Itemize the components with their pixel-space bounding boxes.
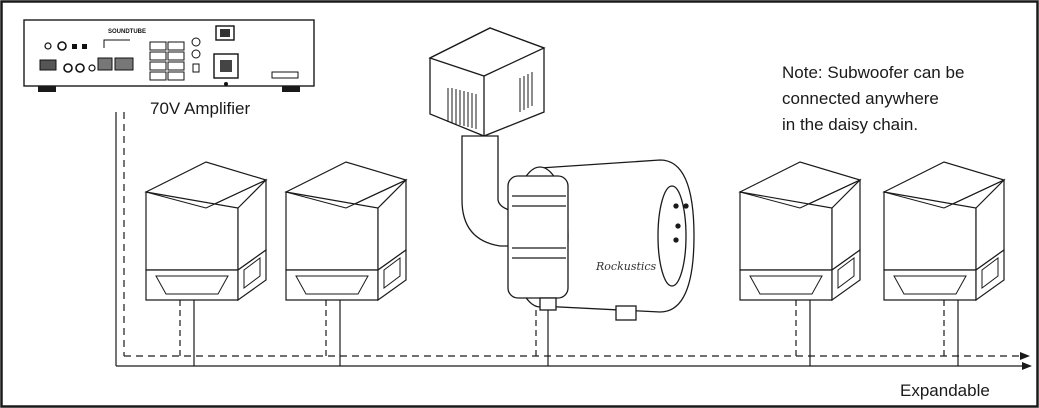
speaker-2 xyxy=(285,161,407,301)
note-line-1: Note: Subwoofer can be xyxy=(782,63,964,82)
subwoofer-logo: Rockustics xyxy=(595,260,657,273)
amplifier-label: 70V Amplifier xyxy=(150,99,250,118)
daisy-chain-wiring xyxy=(115,112,1032,370)
arrow-solid xyxy=(1022,362,1032,370)
arrow-dashed xyxy=(1020,352,1030,360)
note-text: Note: Subwoofer can be connected anywher… xyxy=(782,63,964,134)
note-line-2: connected anywhere xyxy=(782,89,939,108)
expandable-label: Expandable xyxy=(900,381,990,400)
speaker-4 xyxy=(883,161,1005,301)
speaker-1 xyxy=(145,161,267,301)
amplifier-brand: SOUNDTUBE xyxy=(108,29,146,35)
note-line-3: in the daisy chain. xyxy=(782,115,918,134)
subwoofer xyxy=(428,27,695,321)
speaker-3 xyxy=(739,161,861,301)
amplifier-unit: SOUNDTUBE 70V Amplifier xyxy=(23,19,315,118)
